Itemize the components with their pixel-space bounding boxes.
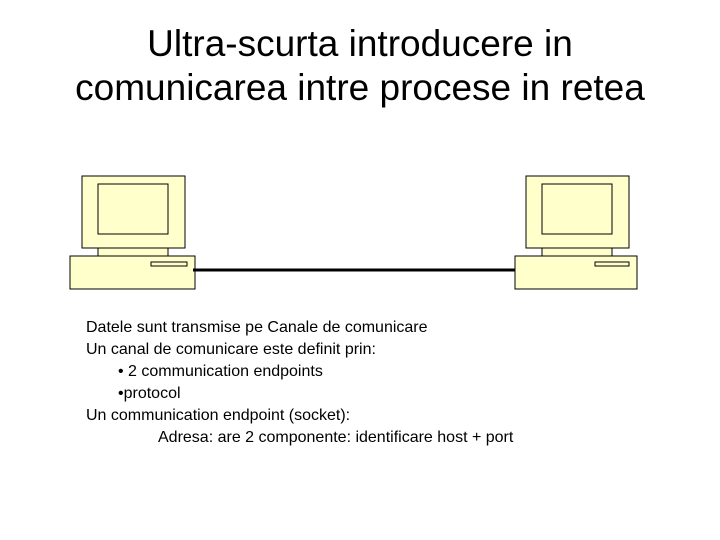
- monitor-screen-right: [541, 183, 613, 235]
- body-line-1: Datele sunt transmise pe Canale de comun…: [86, 319, 428, 336]
- system-unit-right: [514, 255, 638, 290]
- desktop-computer-icon-right: [514, 175, 638, 290]
- monitor-stand-left: [97, 247, 169, 257]
- slide-title: Ultra-scurta introducere in comunicarea …: [0, 22, 720, 110]
- drive-slot-left: [150, 261, 188, 267]
- system-unit-left: [69, 255, 196, 290]
- body-line-6: Adresa: are 2 componente: identificare h…: [158, 429, 514, 446]
- title-line-2: comunicarea intre procese in retea: [75, 67, 645, 108]
- body-line-4: •protocol: [118, 385, 181, 402]
- slide-body: Datele sunt transmise pe Canale de comun…: [86, 317, 513, 449]
- title-line-1: Ultra-scurta introducere in: [147, 23, 573, 64]
- desktop-computer-icon-left: [69, 175, 196, 290]
- body-line-2: Un canal de comunicare este definit prin…: [86, 341, 376, 358]
- body-line-5: Un communication endpoint (socket):: [86, 407, 351, 424]
- drive-slot-right: [594, 261, 630, 267]
- body-line-3: • 2 communication endpoints: [118, 363, 323, 380]
- monitor-stand-right: [541, 247, 613, 257]
- monitor-screen-left: [97, 183, 169, 235]
